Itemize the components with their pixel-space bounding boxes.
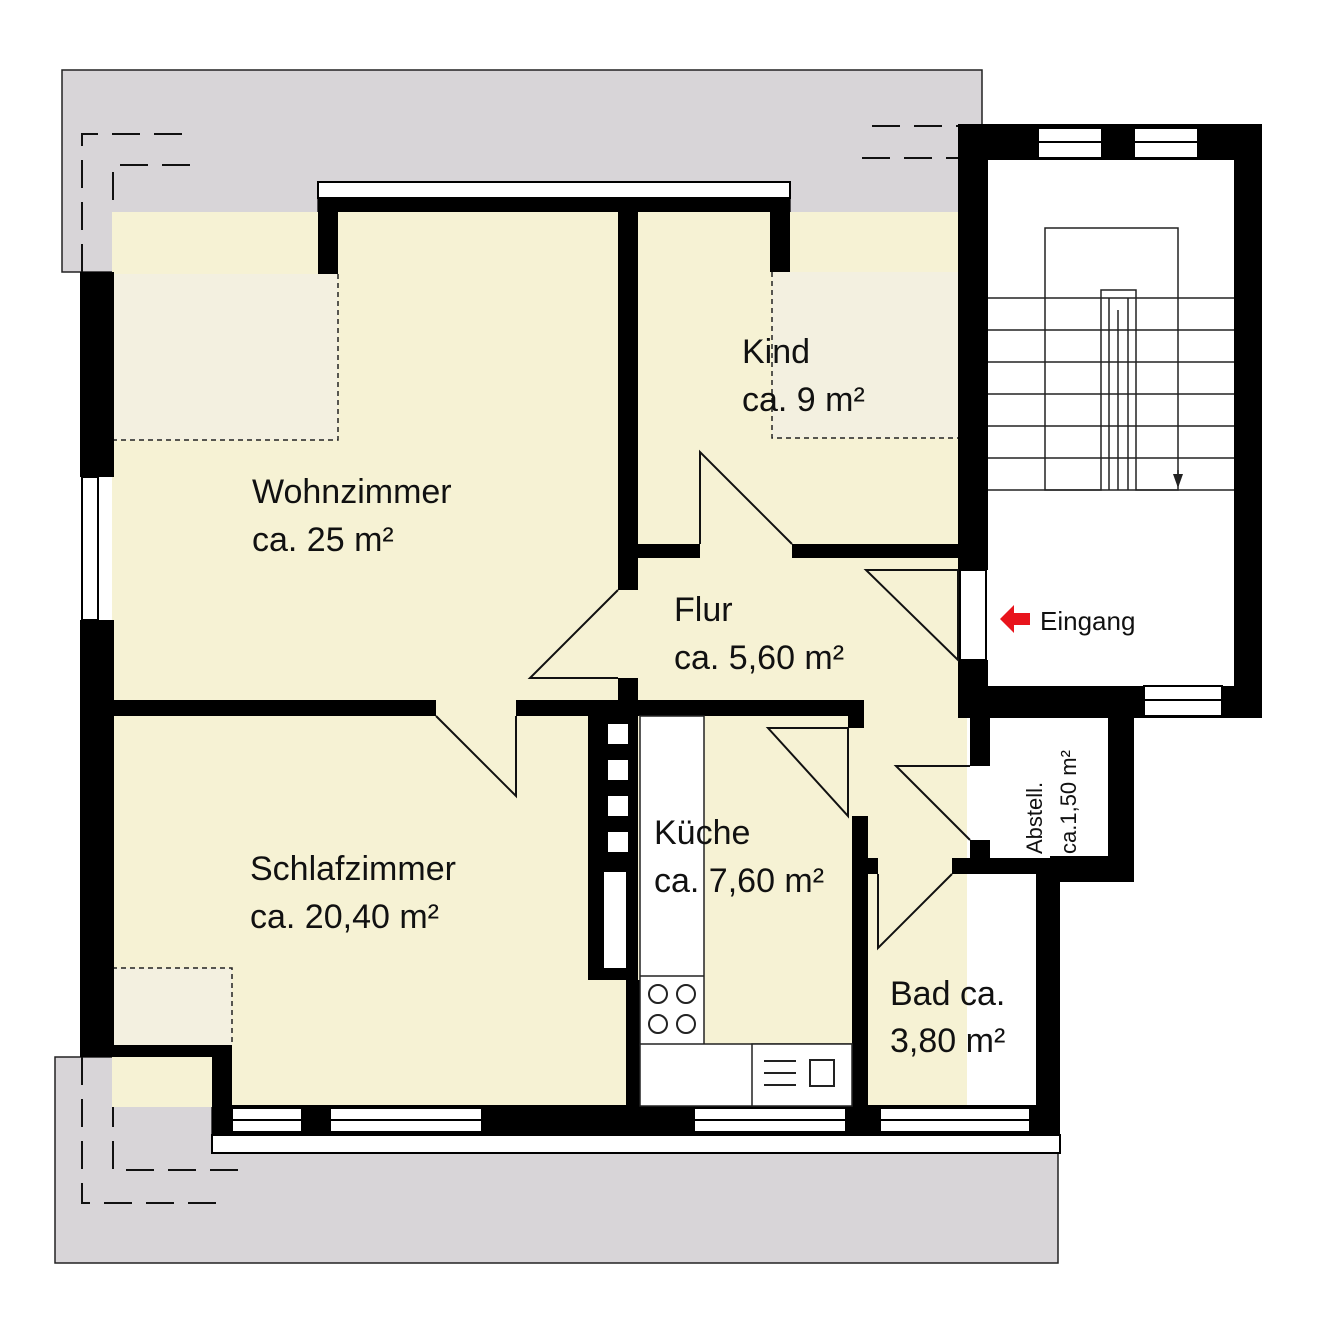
sink-icon: [764, 1059, 835, 1087]
room-area: 3,80 m²: [890, 1022, 1005, 1060]
label-flur: Flur ca. 5,60 m²: [674, 591, 844, 677]
room-name: Flur: [674, 591, 733, 629]
shaft-squares: [604, 724, 628, 968]
door-swings: [435, 449, 971, 951]
room-area: ca. 9 m²: [742, 381, 865, 419]
arrow-left-icon: [1000, 605, 1030, 633]
label-entrance: Eingang: [1040, 606, 1135, 636]
built-in-dashes: [112, 272, 958, 1046]
entrance-door: [959, 569, 987, 661]
label-schlafzimmer: Schlafzimmer ca. 20,40 m²: [250, 850, 456, 936]
room-name: Kind: [742, 333, 810, 371]
built-in-areas: [112, 272, 958, 1046]
room-name: Abstell.: [1022, 782, 1047, 854]
room-name: Küche: [654, 814, 750, 852]
entrance-label: Eingang: [1040, 606, 1135, 636]
label-wohnzimmer: Wohnzimmer ca. 25 m²: [252, 473, 452, 559]
room-name: Schlafzimmer: [250, 850, 456, 888]
windows: [81, 127, 1223, 1154]
stove-icon: [648, 984, 696, 1034]
room-area: ca.1,50 m²: [1056, 750, 1081, 854]
label-kind: Kind ca. 9 m²: [742, 333, 865, 419]
label-kueche: Küche ca. 7,60 m²: [654, 814, 824, 900]
room-area: ca. 25 m²: [252, 521, 394, 559]
room-area: ca. 7,60 m²: [654, 862, 824, 900]
room-area: ca. 5,60 m²: [674, 639, 844, 677]
staircase: [988, 158, 1236, 686]
kitchen-counter: [639, 715, 853, 1107]
label-bad: Bad ca. 3,80 m²: [890, 975, 1005, 1060]
room-name: Wohnzimmer: [252, 473, 452, 511]
room-name: Bad ca.: [890, 975, 1005, 1013]
room-area: ca. 20,40 m²: [250, 898, 439, 936]
label-abstell: Abstell. ca.1,50 m²: [1022, 750, 1081, 854]
